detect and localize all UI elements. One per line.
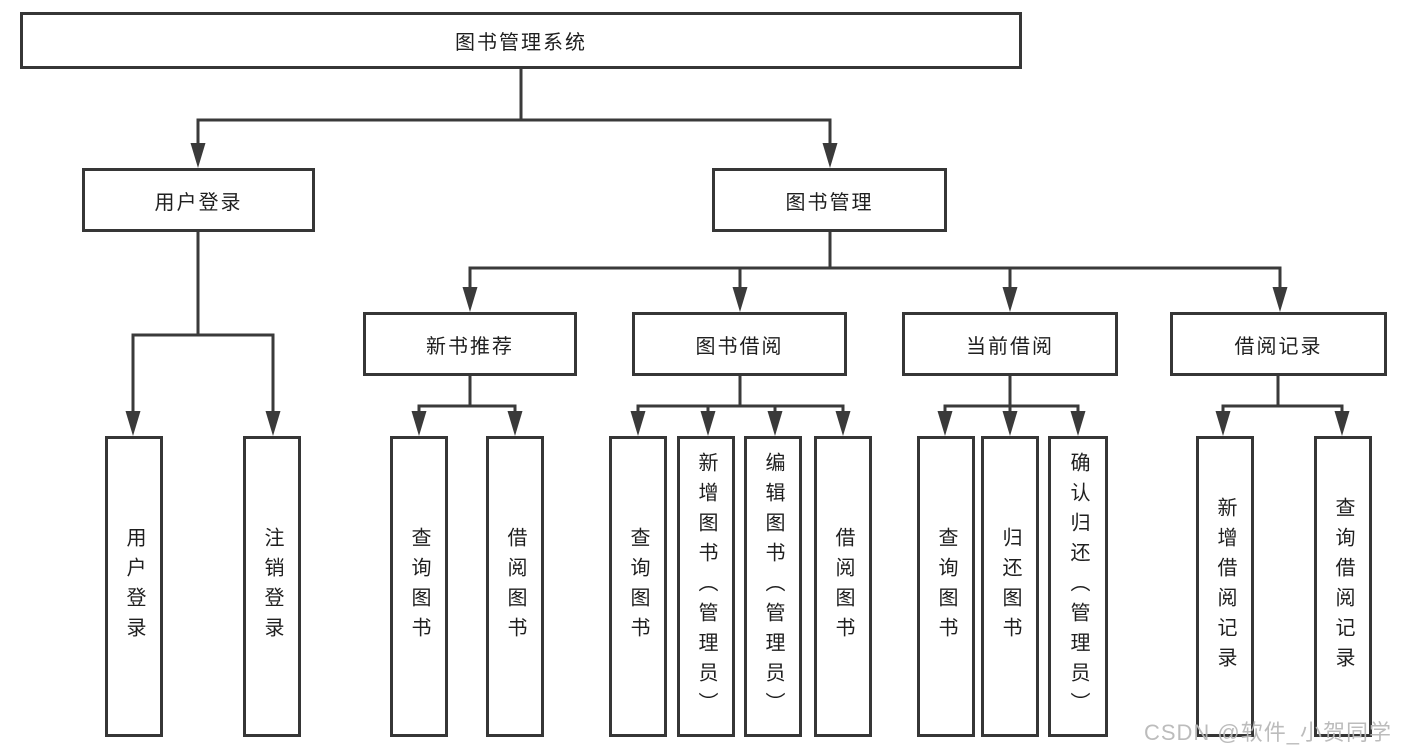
leaf-logout-label: 注销登录 — [261, 526, 283, 647]
leaf-cb-confirm-return: 确认归还（管理员） — [1048, 436, 1108, 737]
leaf-bb-borrow-books: 借阅图书 — [814, 436, 872, 737]
node-user-login: 用户登录 — [82, 168, 315, 232]
leaf-br-query-record-label: 查询借阅记录 — [1332, 496, 1354, 677]
leaf-cb-query-books: 查询图书 — [917, 436, 975, 737]
csdn-watermark: CSDN @软件_小贺同学 — [1143, 720, 1392, 745]
leaf-cb-query-books-label: 查询图书 — [935, 526, 957, 647]
node-book-management: 图书管理 — [712, 168, 947, 232]
node-user-login-label: 用户登录 — [154, 191, 243, 214]
leaf-bb-query-books: 查询图书 — [609, 436, 667, 737]
leaf-user-login-label: 用户登录 — [123, 526, 145, 647]
leaf-nb-borrow-books-label: 借阅图书 — [504, 526, 526, 647]
leaf-user-login: 用户登录 — [105, 436, 163, 737]
leaf-logout: 注销登录 — [243, 436, 301, 737]
leaf-br-query-record: 查询借阅记录 — [1314, 436, 1372, 737]
leaf-nb-query-books-label: 查询图书 — [408, 526, 430, 647]
leaf-nb-query-books: 查询图书 — [390, 436, 448, 737]
leaf-bb-add-books-label: 新增图书（管理员） — [695, 451, 717, 722]
leaf-bb-add-books: 新增图书（管理员） — [677, 436, 735, 737]
leaf-br-add-record-label: 新增借阅记录 — [1214, 496, 1236, 677]
node-book-management-label: 图书管理 — [785, 191, 874, 214]
node-book-borrowing: 图书借阅 — [632, 312, 847, 376]
node-current-borrowing: 当前借阅 — [902, 312, 1118, 376]
leaf-bb-edit-books: 编辑图书（管理员） — [744, 436, 802, 737]
leaf-cb-return-books-label: 归还图书 — [999, 526, 1021, 647]
leaf-cb-return-books: 归还图书 — [981, 436, 1039, 737]
node-borrowing-records-label: 借阅记录 — [1234, 335, 1323, 358]
node-current-borrowing-label: 当前借阅 — [966, 335, 1054, 358]
node-new-book-recommend: 新书推荐 — [363, 312, 577, 376]
leaf-bb-borrow-books-label: 借阅图书 — [832, 526, 854, 647]
node-borrowing-records: 借阅记录 — [1170, 312, 1387, 376]
node-root: 图书管理系统 — [20, 12, 1022, 69]
leaf-nb-borrow-books: 借阅图书 — [486, 436, 544, 737]
node-book-borrowing-label: 图书借阅 — [695, 335, 784, 358]
leaf-bb-edit-books-label: 编辑图书（管理员） — [762, 451, 784, 722]
leaf-cb-confirm-return-label: 确认归还（管理员） — [1067, 451, 1089, 722]
leaf-bb-query-books-label: 查询图书 — [627, 526, 649, 647]
leaf-br-add-record: 新增借阅记录 — [1196, 436, 1254, 737]
node-root-label: 图书管理系统 — [455, 32, 587, 54]
node-new-book-recommend-label: 新书推荐 — [426, 335, 514, 358]
